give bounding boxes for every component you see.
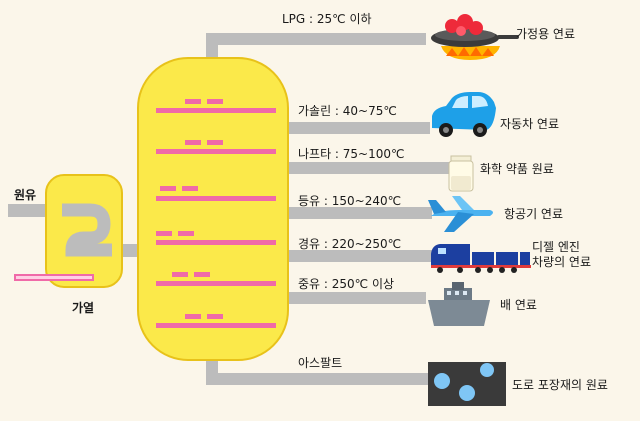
tray-3: [156, 186, 276, 201]
road-icon: [428, 362, 506, 406]
airplane-icon: [428, 196, 493, 232]
use-kerosene-label: 항공기 연료: [504, 207, 563, 221]
tray-1: [156, 99, 276, 113]
use-gasoline-label: 자동차 연료: [500, 117, 559, 131]
diesel-pipe: [242, 250, 432, 262]
fraction-gasoline-label: 가솔린 : 40~75℃: [298, 104, 397, 118]
fraction-diesel-label: 경유 : 220~250℃: [298, 237, 401, 251]
heater-coil: [62, 203, 112, 257]
fraction-asphalt-label: 아스팔트: [298, 356, 342, 370]
fraction-naphtha-label: 나프타 : 75~100℃: [298, 147, 405, 161]
asphalt-pipe: [206, 373, 428, 385]
tray-2: [156, 140, 276, 154]
tray-6: [156, 314, 276, 328]
lpg-pipe: [206, 33, 426, 45]
heater-label: 가열: [72, 300, 94, 315]
fraction-heavy-oil-label: 중유 : 250℃ 이상: [298, 277, 394, 291]
tray-5: [156, 272, 276, 286]
use-asphalt-label: 도로 포장재의 원료: [512, 378, 608, 392]
tray-4: [156, 231, 276, 245]
jar-icon: [448, 155, 474, 192]
heater-burner-inner: [16, 276, 92, 279]
naphtha-pipe: [242, 162, 450, 174]
kerosene-pipe: [242, 207, 432, 219]
frying-pan-icon: [431, 14, 519, 60]
fraction-kerosene-label: 등유 : 150~240℃: [298, 194, 401, 208]
use-heavy-oil-label: 배 연료: [500, 298, 537, 312]
use-lpg-label: 가정용 연료: [516, 27, 575, 41]
heater: [45, 174, 123, 288]
fraction-lpg-label: LPG : 25℃ 이하: [282, 12, 372, 26]
crude-oil-label: 원유: [14, 188, 36, 202]
use-diesel-label-1: 디젤 엔진: [532, 240, 580, 254]
ship-icon: [428, 282, 490, 326]
train-icon: [431, 244, 531, 273]
trays: [156, 99, 276, 328]
use-diesel-label-2: 차량의 연료: [532, 255, 591, 269]
use-naphtha-label: 화학 약품 원료: [480, 161, 554, 176]
car-icon: [432, 92, 496, 137]
